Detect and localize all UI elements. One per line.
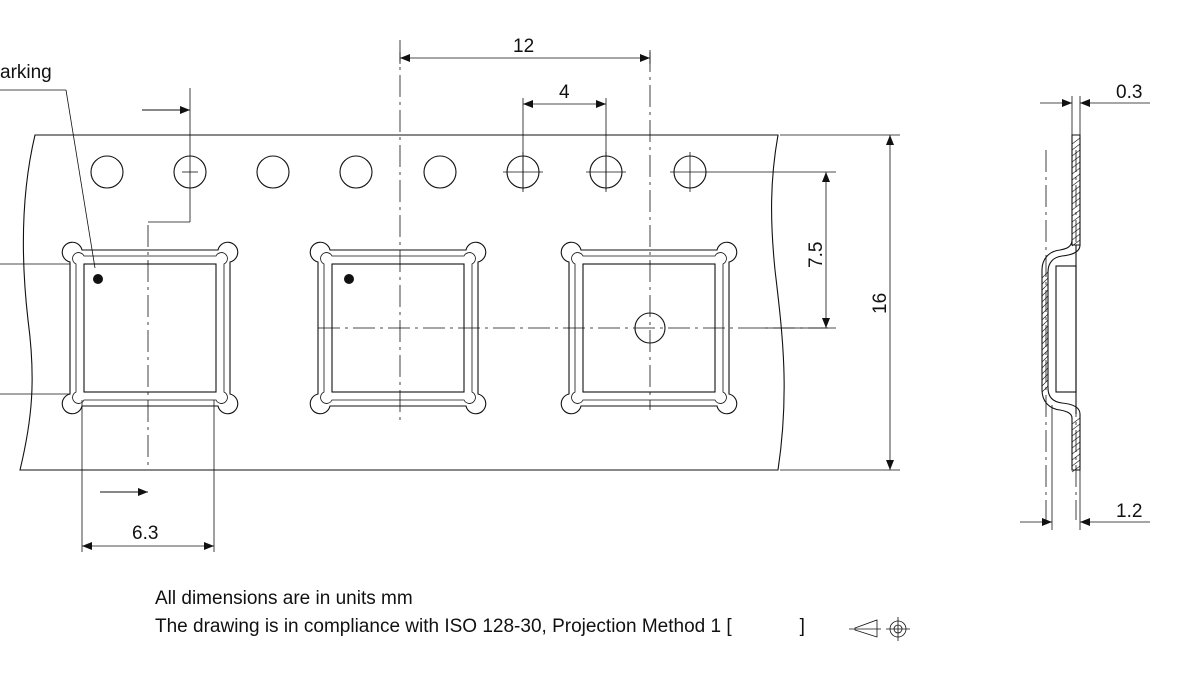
- dim-label-6-3: 6.3: [132, 523, 158, 544]
- compliance-note: The drawing is in compliance with ISO 12…: [155, 616, 805, 638]
- hatch-line: [1041, 379, 1049, 387]
- hatch-line: [1041, 373, 1049, 381]
- dim-4: [522, 98, 607, 190]
- hatch-line: [1071, 179, 1081, 187]
- hatch-line: [1041, 307, 1049, 315]
- sprocket-offset-dim: [100, 88, 191, 496]
- pocket-wall: [72, 252, 228, 404]
- hatch-line: [1071, 215, 1081, 223]
- hatch-line: [1041, 313, 1049, 321]
- hatch-line: [1041, 325, 1049, 333]
- pin1-marking-dot: [93, 274, 103, 284]
- hatch-line: [1041, 343, 1049, 351]
- pocket-wall: [320, 252, 476, 404]
- hatch-line: [1071, 143, 1081, 151]
- hatch-line: [1041, 331, 1049, 339]
- marking-leader: [0, 89, 96, 395]
- hatch-line: [1071, 137, 1081, 145]
- dim-0-3: [1040, 96, 1150, 135]
- sprocket-hole: [423, 155, 457, 189]
- projection-method-symbol: [849, 617, 910, 641]
- hatch-line: [1071, 417, 1081, 425]
- hatch-line: [1071, 239, 1081, 247]
- dim-label-0-3: 0.3: [1116, 82, 1142, 103]
- hatch-line: [1041, 385, 1049, 393]
- dim-6-3: [81, 400, 215, 552]
- side-view-centerline: [1045, 150, 1077, 520]
- hatch-line: [1041, 355, 1049, 363]
- hatch-line: [1041, 277, 1049, 285]
- sprocket-hole: [339, 155, 373, 189]
- hatch-line: [1041, 295, 1049, 303]
- hatch-line: [1041, 367, 1049, 375]
- hatch-line: [1041, 289, 1049, 297]
- dim-label-1-2: 1.2: [1116, 501, 1142, 522]
- pocket-outer: [61, 241, 239, 415]
- dim-1-2: [1020, 405, 1150, 530]
- dim-label-16: 16: [870, 293, 891, 314]
- hatch-line: [1041, 361, 1049, 369]
- pocket-outer: [309, 241, 487, 415]
- compliance-text-end: ]: [799, 616, 805, 637]
- sprocket-hole: [90, 155, 124, 189]
- hatch-line: [1041, 301, 1049, 309]
- tape-outline: [19, 134, 785, 471]
- units-note: All dimensions are in units mm: [155, 588, 413, 609]
- dim-12: [399, 52, 651, 64]
- hatch-line: [1041, 349, 1049, 357]
- marking-label: arking: [0, 62, 52, 83]
- dim-16: [780, 134, 900, 471]
- pocket-wall: [571, 252, 727, 404]
- pin1-marking-dot: [344, 274, 354, 284]
- hatch-line: [1071, 459, 1081, 467]
- hatch-line: [1041, 337, 1049, 345]
- dim-label-7-5: 7.5: [806, 242, 827, 268]
- hatch-line: [1041, 319, 1049, 327]
- compliance-text: The drawing is in compliance with ISO 12…: [155, 616, 732, 637]
- pocket-floor: [83, 263, 217, 393]
- dim-label-4: 4: [559, 82, 570, 103]
- hatch-line: [1041, 271, 1049, 279]
- dim-7-5: [760, 172, 836, 329]
- sprocket-hole: [256, 155, 290, 189]
- hatch-line: [1041, 283, 1049, 291]
- pocket-outer: [560, 241, 738, 415]
- hatch-line: [1071, 423, 1081, 431]
- pocket-centerlines: [147, 40, 828, 470]
- dim-label-12: 12: [513, 36, 534, 57]
